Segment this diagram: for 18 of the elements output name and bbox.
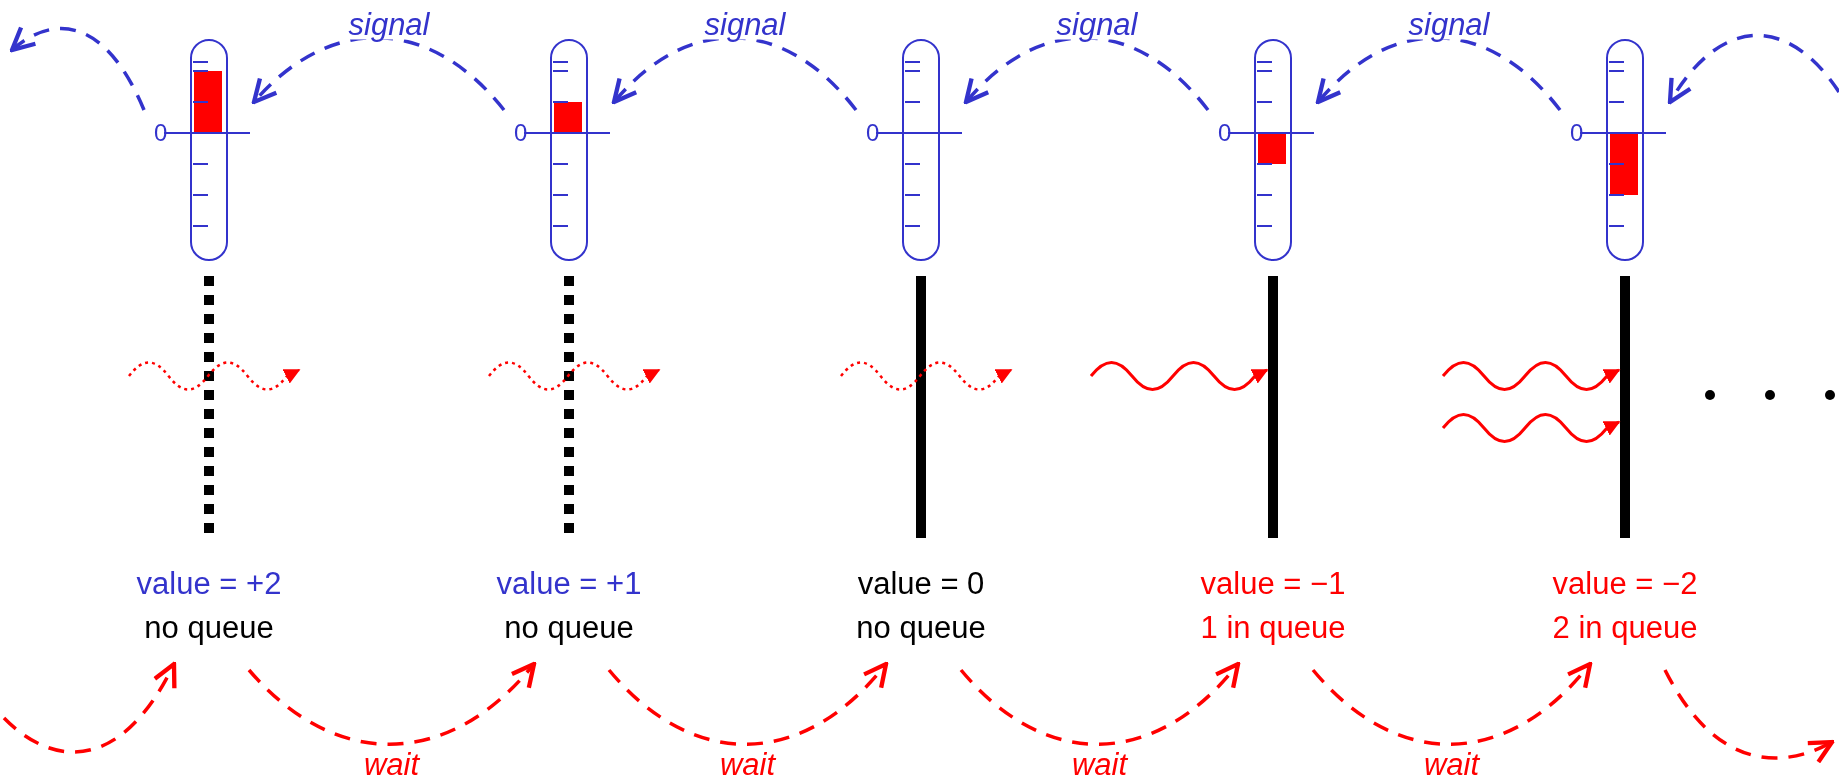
- wait-arrow: [2, 661, 177, 754]
- wait-arrow: [607, 661, 889, 746]
- queue-text: 2 in queue: [1551, 609, 1699, 647]
- signal-arrow: [9, 25, 146, 111]
- queue-text: 1 in queue: [1199, 609, 1347, 647]
- queue-text: no queue: [855, 609, 987, 647]
- value-text: value = 0: [856, 565, 986, 603]
- value-text: value = +2: [135, 565, 283, 603]
- wait-arrow: [1311, 661, 1593, 746]
- queue-text: no queue: [143, 609, 275, 647]
- wait-arrow: [1663, 669, 1835, 764]
- wait-arrow: [247, 661, 537, 746]
- signal-arrow: [1667, 33, 1839, 105]
- wait-arrow: [959, 661, 1241, 746]
- queue-text: no queue: [503, 609, 635, 647]
- value-text: value = −1: [1199, 565, 1347, 603]
- value-text: value = −2: [1551, 565, 1699, 603]
- value-text: value = +1: [495, 565, 643, 603]
